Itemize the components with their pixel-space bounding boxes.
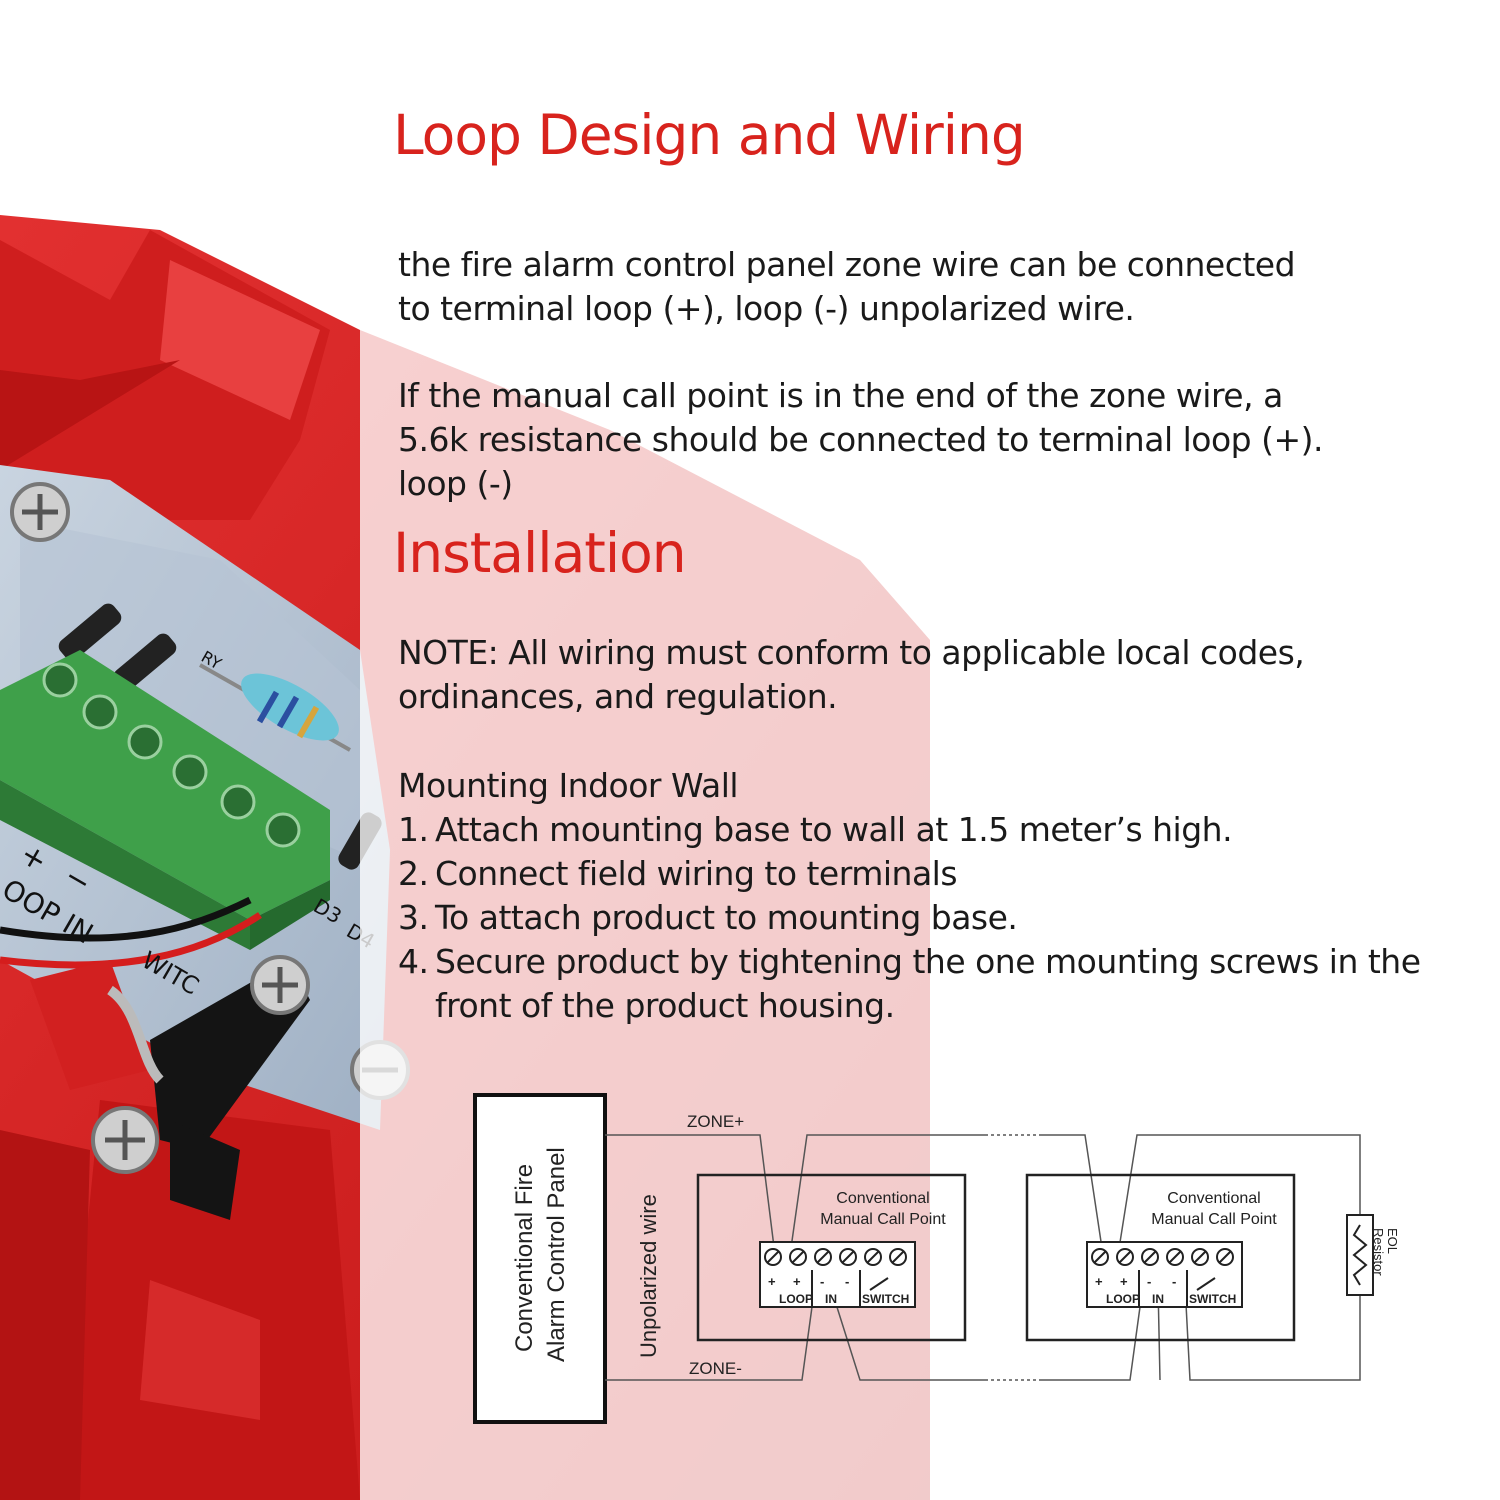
paragraph-line: the fire alarm control panel zone wire c… (398, 245, 1296, 284)
eol-label: Resistor (1371, 1228, 1386, 1276)
manual-call-point-2: Conventional Manual Call Point + + - - L… (1025, 1173, 1296, 1342)
mounting-heading: Mounting Indoor Wall (398, 766, 739, 805)
terminal-sign: + (793, 1274, 801, 1289)
resistor (199, 663, 351, 752)
terminal-group-loop: LOOP (1106, 1292, 1140, 1306)
step-item: 4.Secure product by tightening the one m… (398, 942, 1421, 1025)
device-title: Conventional (836, 1190, 929, 1207)
wiring-diagram: Conventional Fire Alarm Control Panel Un… (473, 1093, 1400, 1424)
step-item: 2.Connect field wiring to terminals (398, 854, 958, 893)
paragraph-line: NOTE: All wiring must conform to applica… (398, 633, 1305, 672)
section-title-installation: Installation (393, 521, 687, 585)
device-title: Conventional (1167, 1190, 1260, 1207)
terminal-sign: - (1147, 1274, 1151, 1289)
terminal-sign: + (768, 1274, 776, 1289)
paragraph-line: If the manual call point is in the end o… (398, 376, 1283, 415)
terminal-sign: - (820, 1274, 824, 1289)
terminal-sign: - (1172, 1274, 1176, 1289)
paragraph-line: to terminal loop (+), loop (-) unpolariz… (398, 289, 1135, 328)
step-item: 1.Attach mounting base to wall at 1.5 me… (398, 810, 1233, 849)
unpolarized-wire-label: Unpolarized wire (636, 1194, 661, 1358)
terminal-sign: - (845, 1274, 849, 1289)
control-panel-label: Conventional Fire (511, 1164, 538, 1352)
eol-label: EOL (1385, 1228, 1400, 1254)
terminal-group-loop: LOOP (779, 1292, 813, 1306)
manual-call-point-1: Conventional Manual Call Point + + - - L… (696, 1173, 967, 1342)
paragraph-line: 5.6k resistance should be connected to t… (398, 420, 1323, 459)
control-panel-box (473, 1093, 607, 1424)
eol-resistor: EOL Resistor (1346, 1214, 1400, 1296)
eol-resistance-paragraph: If the manual call point is in the end o… (398, 374, 1323, 506)
terminal-sign: + (1120, 1274, 1128, 1289)
device-title: Manual Call Point (1151, 1211, 1277, 1228)
paragraph-line: loop (-) (398, 464, 513, 503)
zone-plus-label: ZONE+ (687, 1112, 744, 1131)
step-item: 3.To attach product to mounting base. (398, 898, 1018, 937)
terminal-group-in: IN (825, 1292, 837, 1306)
terminal-block (0, 650, 330, 950)
loop-wiring-paragraph: the fire alarm control panel zone wire c… (398, 243, 1296, 331)
wires (0, 896, 262, 969)
resistor-icon (1352, 1224, 1368, 1286)
zone-minus-label: ZONE- (689, 1359, 742, 1378)
wiring-note-paragraph: NOTE: All wiring must conform to applica… (398, 631, 1305, 719)
section-title-loop-design: Loop Design and Wiring (393, 103, 1026, 167)
terminal-sign: + (1095, 1274, 1103, 1289)
device-title: Manual Call Point (820, 1211, 946, 1228)
mounting-steps: Mounting Indoor Wall 1.Attach mounting b… (398, 764, 1421, 1028)
zone-wiring (605, 1134, 1361, 1381)
terminal-group-switch: SWITCH (1189, 1292, 1236, 1306)
terminal-group-in: IN (1152, 1292, 1164, 1306)
terminal-group-switch: SWITCH (862, 1292, 909, 1306)
control-panel-label: Alarm Control Panel (543, 1147, 570, 1362)
paragraph-line: ordinances, and regulation. (398, 677, 838, 716)
